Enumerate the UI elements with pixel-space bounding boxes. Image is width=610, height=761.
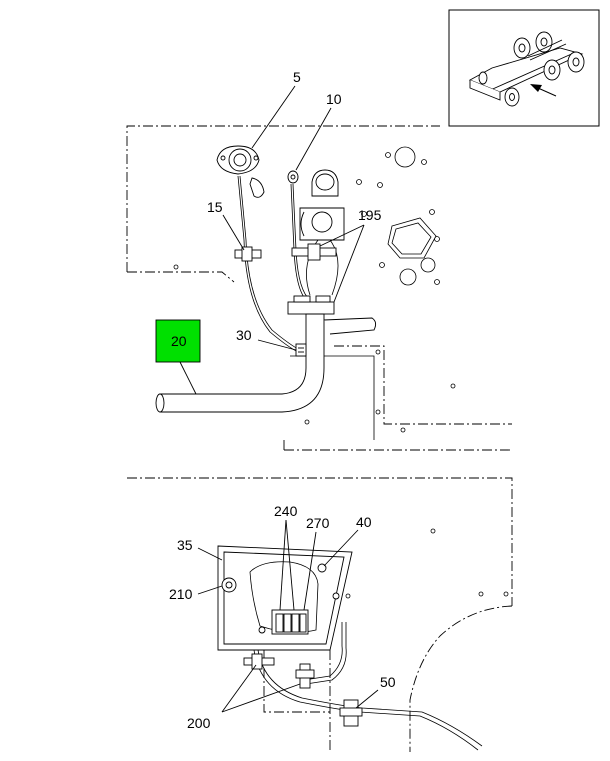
- part-30-fitting: [295, 343, 307, 357]
- part-10-ring-terminal: [287, 170, 299, 184]
- callout-50[interactable]: 50: [380, 674, 396, 690]
- part-5-flange: [216, 145, 265, 198]
- callout-210[interactable]: 210: [169, 586, 193, 602]
- mounting-holes-upper: [173, 146, 456, 433]
- callout-200[interactable]: 200: [187, 715, 211, 731]
- leader-lines-upper: [179, 85, 365, 395]
- truck-chassis-locator-icon: [468, 31, 585, 107]
- callout-270[interactable]: 270: [306, 515, 330, 531]
- locator-inset: [448, 9, 600, 127]
- callout-30[interactable]: 30: [236, 327, 252, 343]
- callout-40[interactable]: 40: [356, 514, 372, 530]
- part-200-clips: [243, 653, 315, 689]
- mounting-holes-lower: [345, 528, 509, 599]
- callout-195[interactable]: 195: [358, 207, 382, 223]
- callout-20[interactable]: 20: [171, 333, 187, 349]
- callout-10[interactable]: 10: [326, 91, 342, 107]
- part-15-clip: [234, 246, 262, 262]
- wire-harness-lower: [253, 622, 483, 751]
- part-50-clip: [339, 699, 363, 727]
- compressor-head: [299, 169, 345, 241]
- callout-15[interactable]: 15: [207, 199, 223, 215]
- part-195-clamps: [287, 243, 337, 315]
- part-20-hose: [155, 313, 377, 413]
- callout-35[interactable]: 35: [177, 537, 193, 553]
- callout-20-highlight[interactable]: [155, 319, 201, 363]
- callout-labels: 5 10 15 195 20 30 35 210 240 270 40 200 …: [169, 69, 396, 731]
- leader-lines-lower: [197, 519, 379, 713]
- callout-5[interactable]: 5: [293, 69, 301, 85]
- callout-240[interactable]: 240: [274, 503, 298, 519]
- locator-arrow-icon: [530, 84, 557, 97]
- part-240-connector-module: [258, 609, 309, 635]
- part-35-bracket: [217, 545, 353, 651]
- upper-body-outline: [126, 125, 512, 452]
